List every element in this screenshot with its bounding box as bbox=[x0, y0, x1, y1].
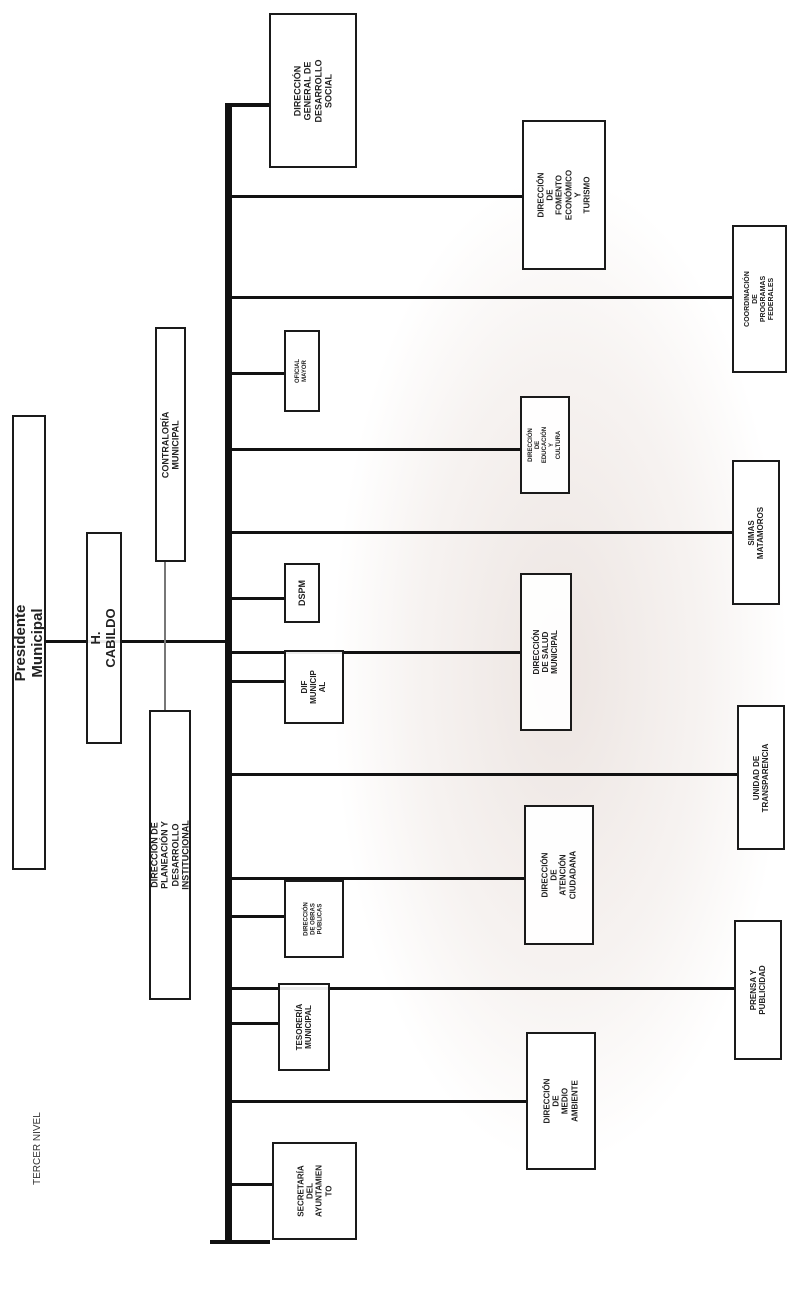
presidente-municipal-label: Presidente Municipal bbox=[11, 604, 46, 681]
contraloria-box: CONTRALORÍA MUNICIPAL bbox=[155, 327, 186, 562]
cabildo-box: H. CABILDO bbox=[86, 532, 122, 744]
transparencia-label: UNIDAD DE TRANSPARENCIA bbox=[751, 743, 770, 812]
branch-dspm bbox=[232, 597, 284, 600]
fomento-label: DIRECCIÓN DE FOMENTO ECONÓMICO Y TURISMO bbox=[536, 169, 592, 221]
atencion-label: DIRECCIÓN DE ATENCIÓN CIUDADANA bbox=[540, 850, 578, 900]
prensa-box: PRENSA Y PUBLICIDAD bbox=[734, 920, 782, 1060]
dspm-label: DSPM bbox=[296, 579, 307, 607]
social-box: DIRECCIÓN GENERAL DE DESARROLLO SOCIAL bbox=[269, 13, 357, 168]
obras-label: DIRECCIÓN DE OBRAS PÚBLICAS bbox=[303, 902, 324, 936]
branch-salud bbox=[232, 651, 520, 654]
branch-secretaria bbox=[232, 1183, 272, 1186]
oficial-mayor-box: OFICIAL MAYOR bbox=[284, 330, 320, 412]
branch-medio-ambiente bbox=[232, 1100, 526, 1103]
dif-label: DIF MUNICIP AL bbox=[300, 670, 328, 704]
branch-transparencia bbox=[232, 773, 737, 776]
planeacion-label: DIRECCIÓN DE PLANEACIÓN Y DESARROLLO INS… bbox=[149, 820, 191, 890]
staff-connector-line bbox=[164, 562, 166, 710]
educacion-label: DIRECCIÓN DE EDUCACIÓN Y CULTURA bbox=[527, 426, 562, 464]
medio-ambiente-box: DIRECCIÓN DE MEDIO AMBIENTE bbox=[526, 1032, 596, 1170]
medio-ambiente-label: DIRECCIÓN DE MEDIO AMBIENTE bbox=[542, 1078, 580, 1124]
prensa-label: PRENSA Y PUBLICIDAD bbox=[748, 965, 767, 1015]
transparencia-box: UNIDAD DE TRANSPARENCIA bbox=[737, 705, 785, 850]
secretaria-box: SECRETARÍA DEL AYUNTAMIEN TO bbox=[272, 1142, 357, 1240]
simas-box: SIMAS MATAMOROS bbox=[732, 460, 780, 605]
branch-simas bbox=[232, 531, 732, 534]
branch-fomento bbox=[232, 195, 522, 198]
simas-label: SIMAS MATAMOROS bbox=[746, 506, 765, 559]
salud-box: DIRECCIÓN DE SALUD MUNICIPAL bbox=[520, 573, 572, 731]
branch-educacion bbox=[232, 448, 520, 451]
educacion-box: DIRECCIÓN DE EDUCACIÓN Y CULTURA bbox=[520, 396, 570, 494]
branch-dif bbox=[232, 680, 284, 683]
secretaria-label: SECRETARÍA DEL AYUNTAMIEN TO bbox=[296, 1164, 333, 1218]
contraloria-label: CONTRALORÍA MUNICIPAL bbox=[160, 411, 181, 478]
cabildo-label: H. CABILDO bbox=[88, 608, 118, 668]
dif-box: DIF MUNICIP AL bbox=[284, 650, 344, 724]
planeacion-box: DIRECCIÓN DE PLANEACIÓN Y DESARROLLO INS… bbox=[149, 710, 191, 1000]
tesoreria-label: TESORERÍA MUNICIPAL bbox=[294, 1003, 313, 1051]
main-trunk bbox=[225, 103, 232, 1243]
branch-obras bbox=[232, 915, 284, 918]
social-label: DIRECCIÓN GENERAL DE DESARROLLO SOCIAL bbox=[292, 59, 334, 122]
fomento-box: DIRECCIÓN DE FOMENTO ECONÓMICO Y TURISMO bbox=[522, 120, 606, 270]
branch-prensa bbox=[232, 987, 734, 990]
president-connector bbox=[46, 640, 231, 643]
dspm-box: DSPM bbox=[284, 563, 320, 623]
trunk-cap-bottom bbox=[210, 1240, 270, 1244]
oficial-mayor-label: OFICIAL MAYOR bbox=[295, 359, 308, 383]
tercer-nivel-label: TERCER NIVEL bbox=[32, 1112, 43, 1185]
branch-tesoreria bbox=[232, 1022, 278, 1025]
branch-oficial bbox=[232, 372, 284, 375]
programas-box: COORDINACIÓN DE PROGRAMAS FEDERALES bbox=[732, 225, 787, 373]
trunk-cap-top bbox=[225, 103, 270, 107]
branch-atencion bbox=[232, 877, 524, 880]
obras-box: DIRECCIÓN DE OBRAS PÚBLICAS bbox=[284, 880, 344, 958]
programas-label: COORDINACIÓN DE PROGRAMAS FEDERALES bbox=[743, 271, 775, 327]
atencion-box: DIRECCIÓN DE ATENCIÓN CIUDADANA bbox=[524, 805, 594, 945]
presidente-municipal-box: Presidente Municipal bbox=[12, 415, 46, 870]
tesoreria-box: TESORERÍA MUNICIPAL bbox=[278, 983, 330, 1071]
salud-label: DIRECCIÓN DE SALUD MUNICIPAL bbox=[532, 629, 560, 675]
branch-programas bbox=[232, 296, 732, 299]
